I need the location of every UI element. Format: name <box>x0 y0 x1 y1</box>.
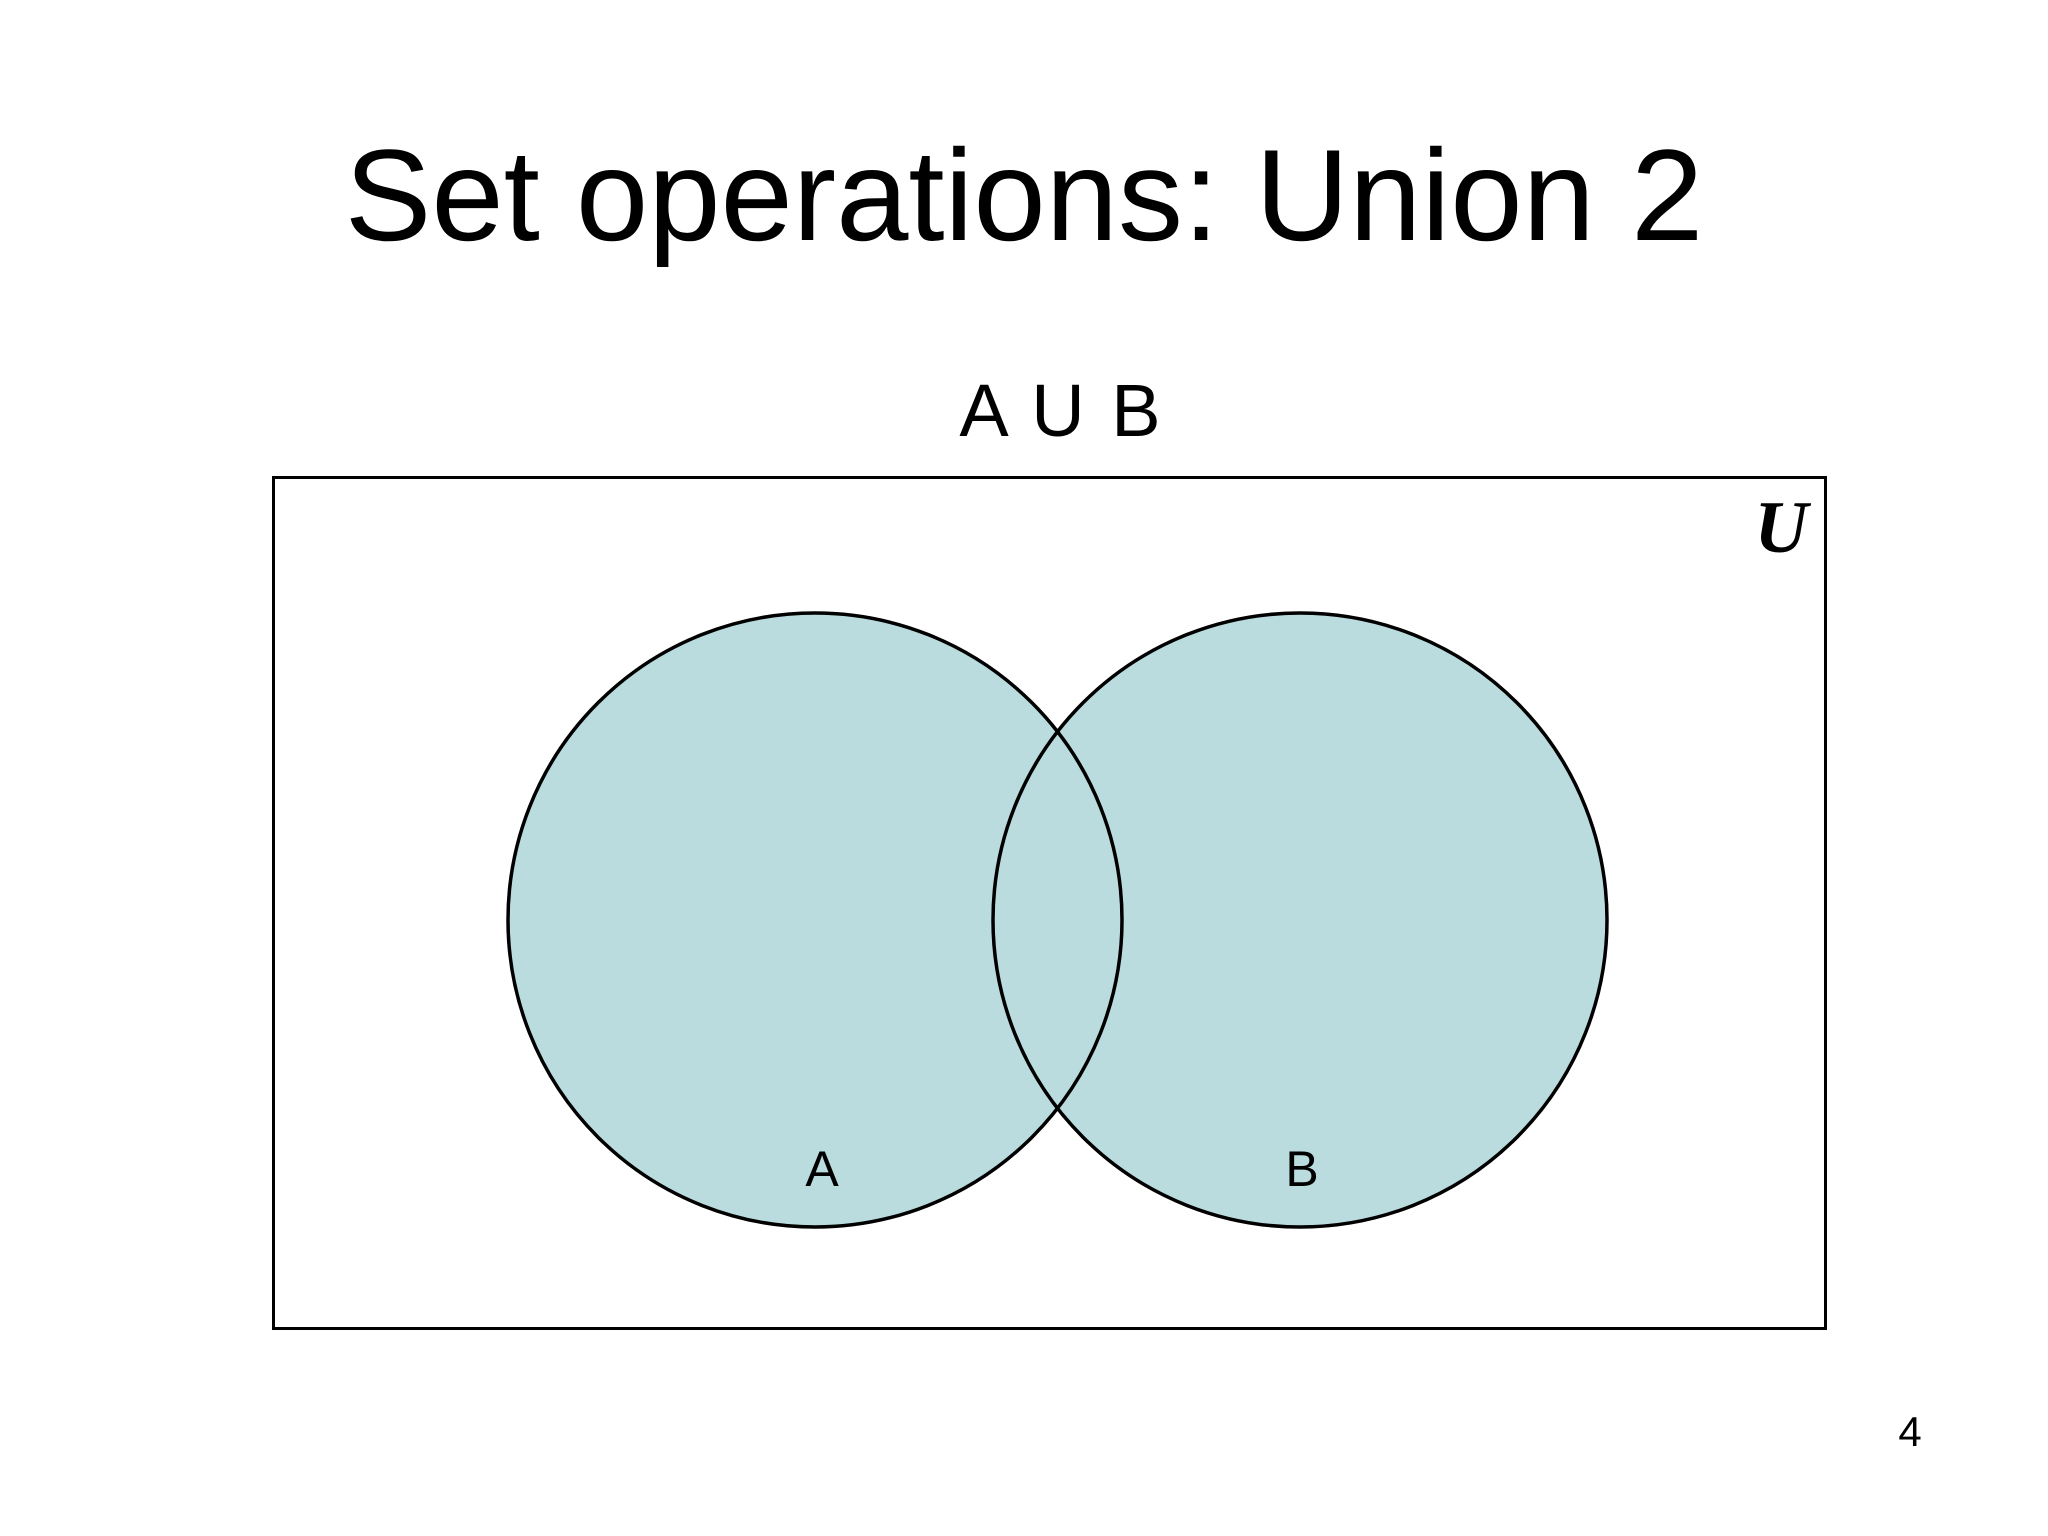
page-number: 4 <box>1898 1408 1922 1455</box>
slide-title: Set operations: Union 2 <box>344 122 1704 268</box>
venn-diagram: A B <box>506 611 1609 1229</box>
set-a-circle-outline <box>506 611 1124 1229</box>
set-a-label: A <box>805 1141 839 1197</box>
universe-label: U <box>1754 487 1808 569</box>
set-b-label: B <box>1285 1141 1318 1197</box>
set-b-circle-outline <box>991 611 1609 1229</box>
universe-rectangle: A B U <box>272 476 1827 1330</box>
set-a-fill <box>508 613 1122 1227</box>
union-expression-label: A U B <box>959 369 1164 452</box>
set-b-fill <box>993 613 1607 1227</box>
